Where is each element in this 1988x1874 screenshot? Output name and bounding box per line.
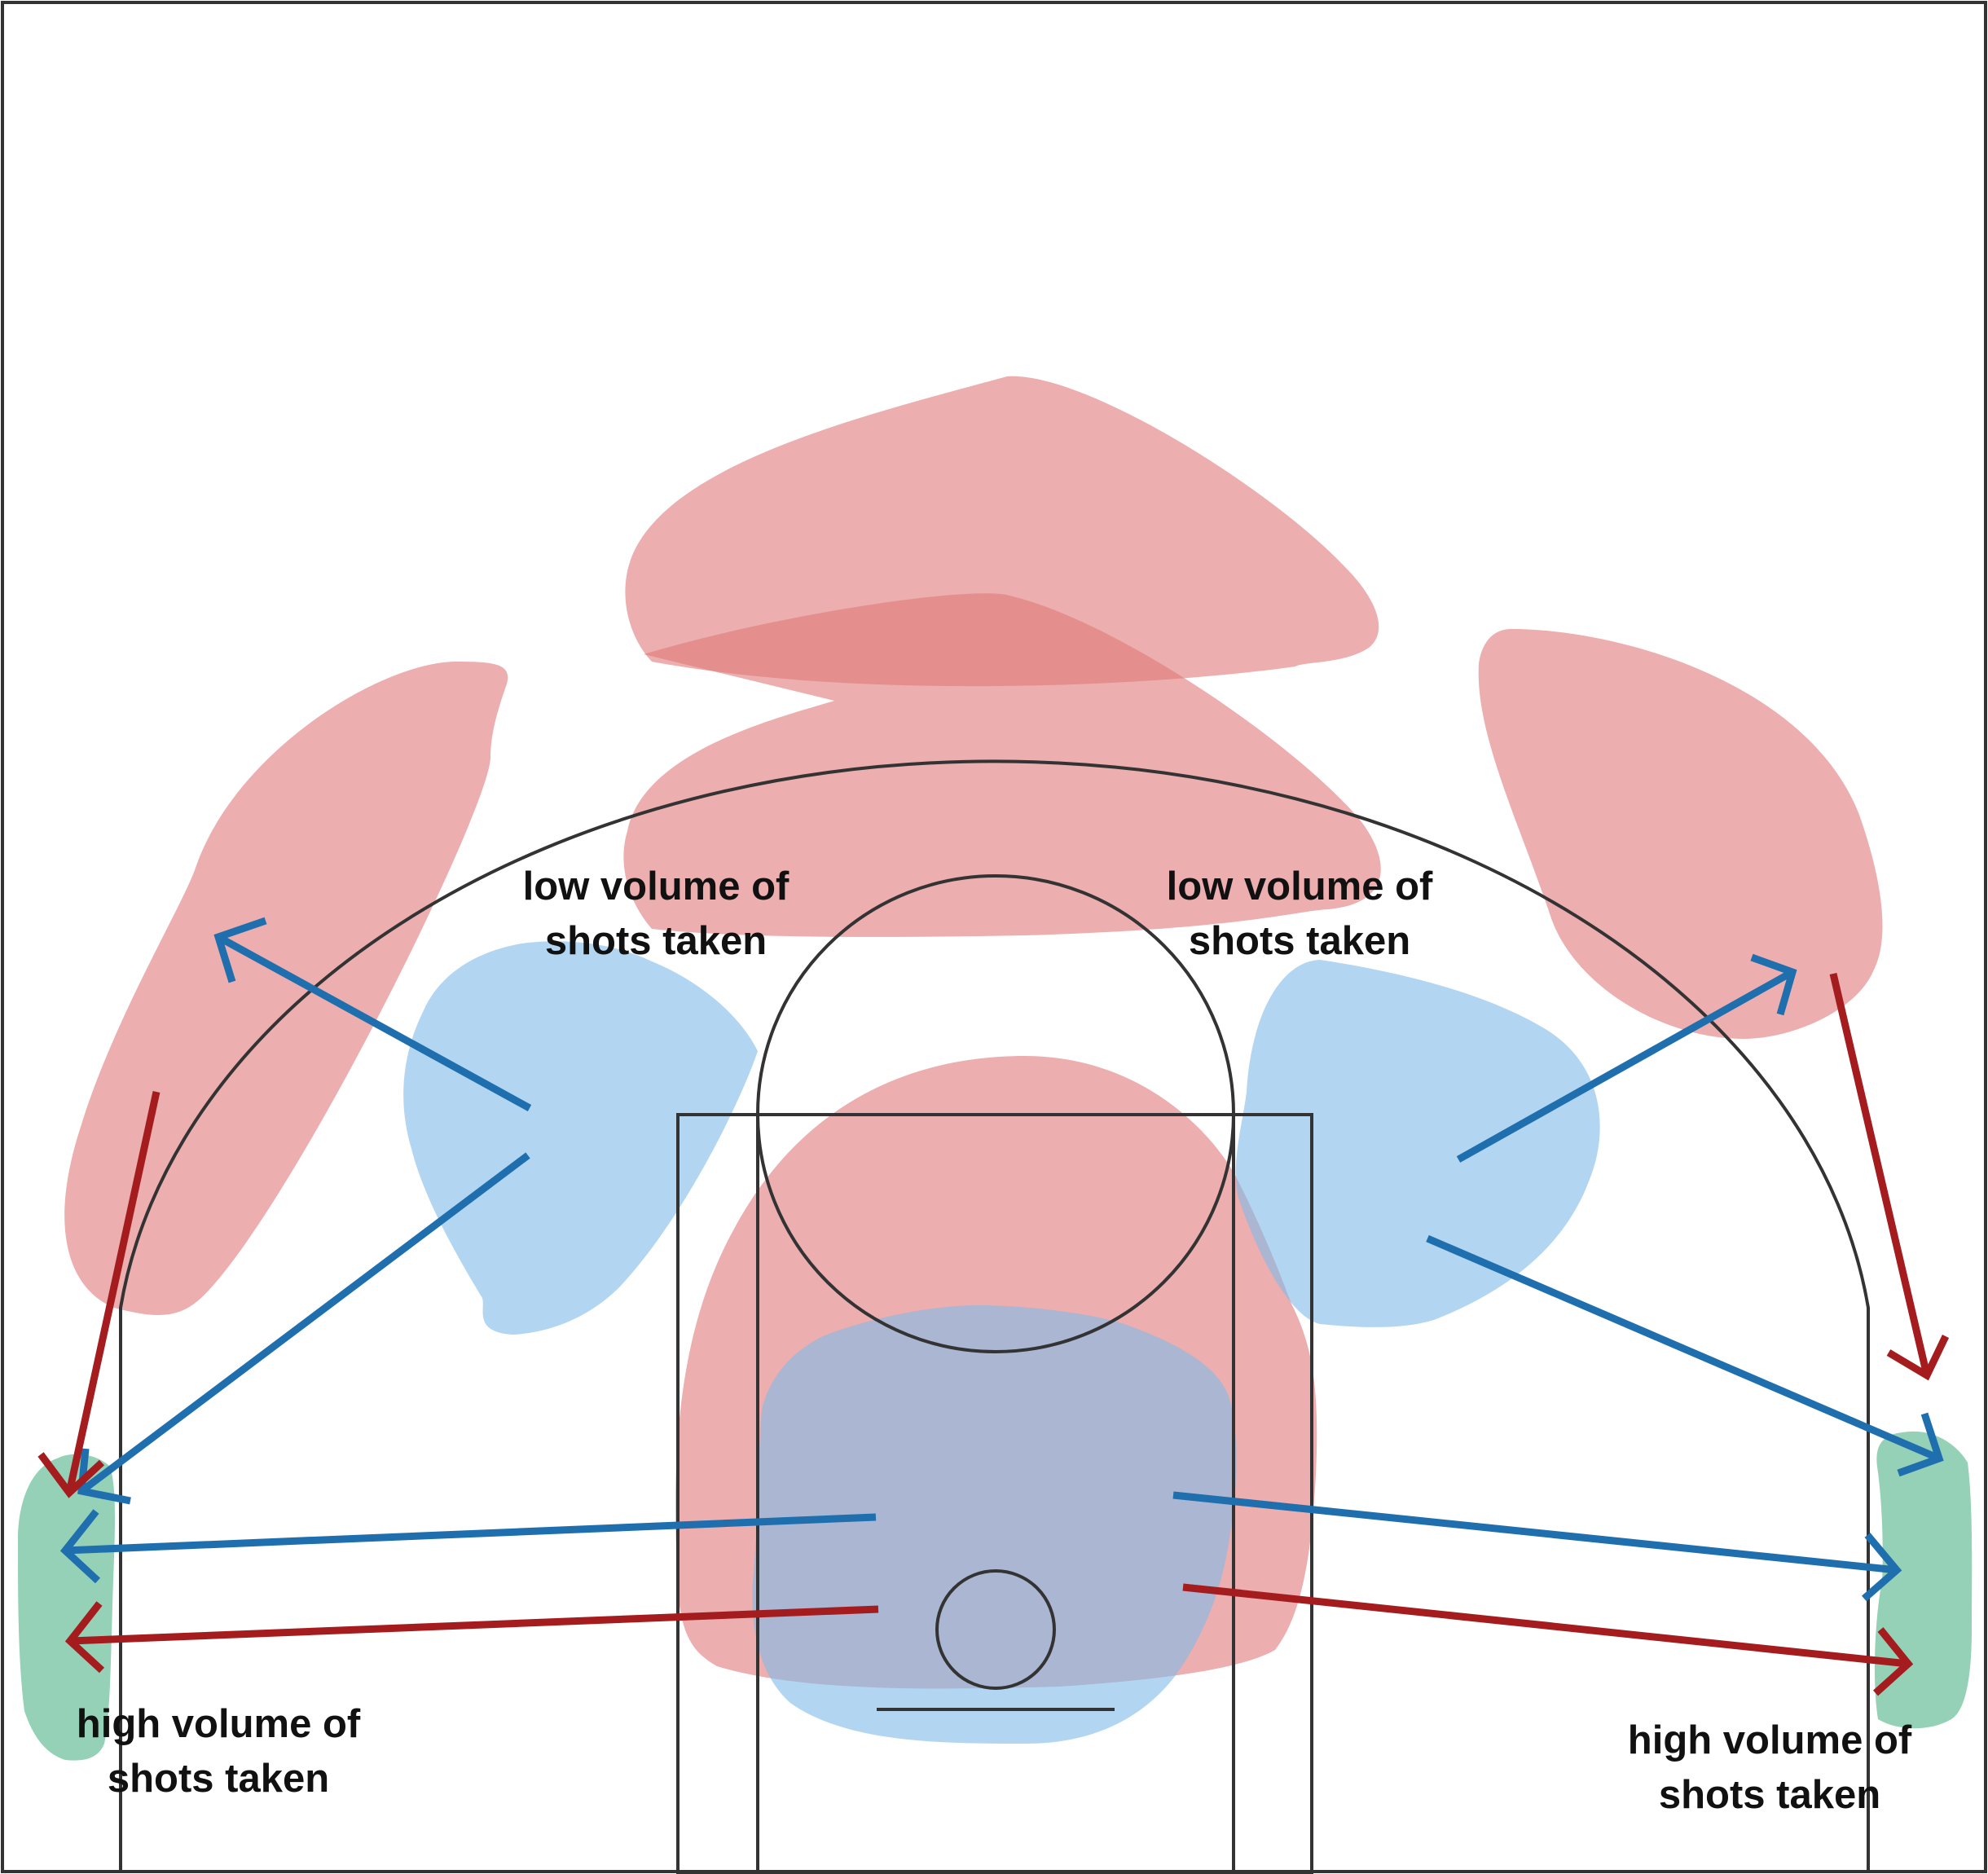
label-low-volume-right: low volume of shots taken	[1167, 864, 1433, 963]
label-high-volume-right: high volume of shots taken	[1628, 1718, 1912, 1817]
label-high-left-line1: high volume of	[77, 1702, 361, 1746]
blue-arrow-paint-to-left-corner	[59, 1509, 877, 1584]
basket-rim	[935, 1569, 1056, 1690]
label-high-volume-left: high volume of shots taken	[77, 1702, 361, 1801]
label-low-left-line2: shots taken	[545, 919, 767, 963]
red-zone-right-wing	[1478, 629, 1883, 1039]
label-low-volume-left: low volume of shots taken	[523, 864, 789, 963]
blue-arrow-right-elbow-to-wing	[1456, 953, 1797, 1163]
blue-arrow-paint-to-right-corner	[1172, 1491, 1902, 1602]
red-arrow-paint-to-right-corner	[1182, 1583, 1914, 1696]
red-arrow-right-wing-to-corner	[1829, 972, 1950, 1381]
label-low-right-line2: shots taken	[1189, 919, 1410, 963]
free-throw-circle	[756, 874, 1235, 1353]
label-low-left-line1: low volume of	[523, 864, 789, 908]
blue-arrows	[59, 917, 1944, 1602]
label-low-right-line1: low volume of	[1167, 864, 1433, 908]
paint-outer-box	[676, 1113, 1313, 1874]
blue-zone-left-elbow	[403, 941, 758, 1335]
three-point-line	[119, 759, 1870, 1872]
red-arrows	[37, 972, 1950, 1696]
red-arrow-left-wing-to-corner	[37, 1091, 161, 1498]
label-high-right-line2: shots taken	[1659, 1773, 1880, 1817]
blue-zone-under-basket	[752, 1305, 1237, 1744]
labels: low volume of shots taken low volume of …	[77, 864, 1912, 1817]
court-lines	[119, 759, 1870, 1874]
red-arrow-paint-to-left-corner	[64, 1601, 879, 1674]
blue-arrow-right-elbow-to-corner	[1426, 1234, 1944, 1477]
label-high-right-line1: high volume of	[1628, 1718, 1912, 1762]
label-high-left-line2: shots taken	[108, 1757, 329, 1801]
blue-zone-right-elbow	[1235, 960, 1600, 1327]
blue-arrow-left-elbow-to-corner	[77, 1152, 530, 1505]
blue-zones	[403, 941, 1600, 1744]
red-zone-top-center-rounded	[625, 376, 1379, 687]
green-zone-left-corner	[18, 1454, 116, 1761]
blue-arrow-left-elbow-to-wing	[213, 917, 532, 1111]
